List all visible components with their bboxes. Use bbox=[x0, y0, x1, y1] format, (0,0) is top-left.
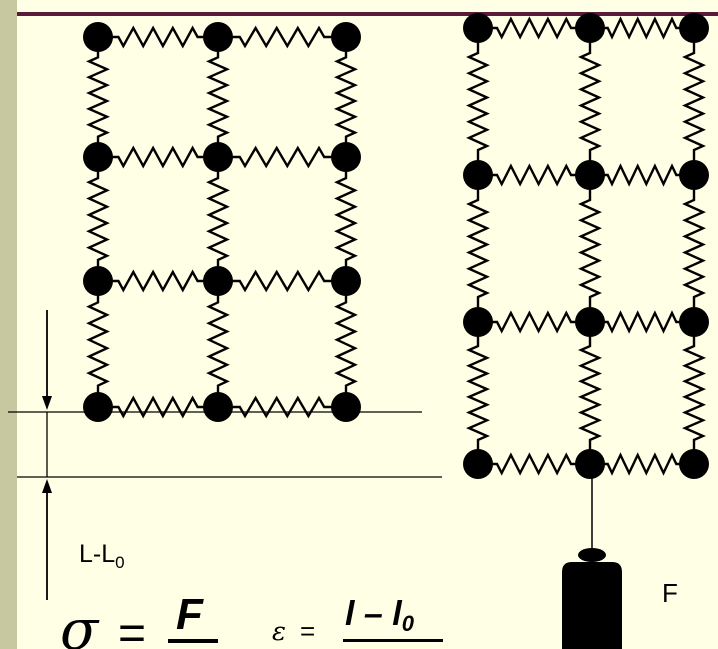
weight-hook bbox=[578, 548, 606, 562]
stress-equals-sign: = bbox=[118, 607, 146, 649]
stretched-horizontal-spring bbox=[478, 16, 590, 40]
relaxed-lattice-node bbox=[331, 266, 361, 296]
arrow-down-head-icon bbox=[42, 396, 52, 410]
relaxed-horizontal-spring bbox=[218, 145, 346, 169]
strain-fraction-bar bbox=[343, 639, 443, 642]
stretched-lattice-node bbox=[575, 307, 605, 337]
relaxed-lattice-node bbox=[83, 142, 113, 172]
stretched-lattice-node bbox=[575, 13, 605, 43]
relaxed-vertical-spring bbox=[334, 37, 358, 157]
strain-epsilon-symbol: ε bbox=[272, 617, 286, 647]
relaxed-lattice-node bbox=[83, 392, 113, 422]
relaxed-lattice-node bbox=[203, 392, 233, 422]
relaxed-vertical-spring bbox=[334, 157, 358, 281]
stretched-lattice-node bbox=[463, 307, 493, 337]
stretched-lattice-node bbox=[463, 449, 493, 479]
stretched-vertical-spring bbox=[465, 322, 491, 464]
stress-sigma-symbol: σ bbox=[60, 598, 100, 649]
relaxed-vertical-spring bbox=[86, 37, 110, 157]
relaxed-horizontal-spring bbox=[218, 395, 346, 419]
stretched-horizontal-spring bbox=[478, 163, 590, 187]
stretched-horizontal-spring bbox=[590, 452, 694, 476]
stretched-vertical-spring bbox=[682, 175, 706, 322]
stretched-vertical-spring bbox=[682, 28, 706, 175]
stretched-horizontal-spring bbox=[590, 163, 694, 187]
stretched-vertical-spring bbox=[466, 28, 490, 175]
stretched-vertical-spring bbox=[466, 175, 490, 322]
extension-label: L-L0 bbox=[79, 540, 125, 573]
stretched-vertical-spring bbox=[578, 175, 602, 322]
stretched-lattice-node bbox=[679, 449, 709, 479]
relaxed-vertical-spring bbox=[206, 281, 230, 407]
stretched-horizontal-spring bbox=[478, 452, 590, 476]
stretched-horizontal-spring bbox=[590, 310, 694, 334]
force-label: F bbox=[662, 578, 678, 608]
stress-numerator-f: F bbox=[176, 590, 204, 639]
strain-numerator: l – l0 bbox=[345, 595, 415, 636]
relaxed-vertical-spring bbox=[86, 281, 110, 407]
relaxed-vertical-spring bbox=[86, 157, 110, 281]
relaxed-lattice-node bbox=[331, 142, 361, 172]
arrow-up-head-icon bbox=[42, 479, 52, 493]
relaxed-vertical-spring bbox=[334, 281, 358, 407]
relaxed-lattice-node bbox=[331, 22, 361, 52]
stretched-lattice-node bbox=[463, 13, 493, 43]
relaxed-lattice-node bbox=[83, 266, 113, 296]
title-divider-line bbox=[17, 12, 718, 16]
stretched-vertical-spring bbox=[577, 322, 603, 464]
relaxed-horizontal-spring bbox=[98, 145, 218, 169]
relaxed-lattice-node bbox=[331, 392, 361, 422]
stretched-horizontal-spring bbox=[478, 310, 590, 334]
stretched-lattice-node bbox=[463, 160, 493, 190]
stretched-lattice-node bbox=[679, 160, 709, 190]
stretched-lattice-node bbox=[575, 160, 605, 190]
relaxed-lattice-node bbox=[203, 22, 233, 52]
relaxed-horizontal-spring bbox=[98, 395, 218, 419]
relaxed-vertical-spring bbox=[206, 157, 230, 281]
stretched-vertical-spring bbox=[578, 28, 602, 175]
relaxed-horizontal-spring bbox=[218, 269, 346, 293]
relaxed-lattice-node bbox=[83, 22, 113, 52]
stretched-horizontal-spring bbox=[590, 16, 694, 40]
stress-fraction-bar bbox=[168, 639, 218, 643]
relaxed-lattice-node bbox=[203, 266, 233, 296]
strain-equals-sign: = bbox=[300, 616, 315, 646]
relaxed-horizontal-spring bbox=[98, 269, 218, 293]
relaxed-lattice-node bbox=[203, 142, 233, 172]
extension-label-sub: 0 bbox=[115, 553, 125, 572]
extension-label-main: L-L bbox=[79, 540, 116, 568]
relaxed-horizontal-spring bbox=[98, 25, 218, 49]
stretched-lattice-node bbox=[575, 449, 605, 479]
relaxed-vertical-spring bbox=[206, 37, 230, 157]
strain-numerator-main: l – l bbox=[345, 595, 403, 633]
stretched-lattice-node bbox=[679, 13, 709, 43]
stretched-vertical-spring bbox=[681, 322, 707, 464]
relaxed-horizontal-spring bbox=[218, 25, 346, 49]
weight-icon bbox=[562, 562, 622, 649]
slide-sidebar-strip bbox=[0, 0, 17, 649]
strain-numerator-sub: 0 bbox=[402, 611, 415, 636]
stretched-lattice-node bbox=[679, 307, 709, 337]
